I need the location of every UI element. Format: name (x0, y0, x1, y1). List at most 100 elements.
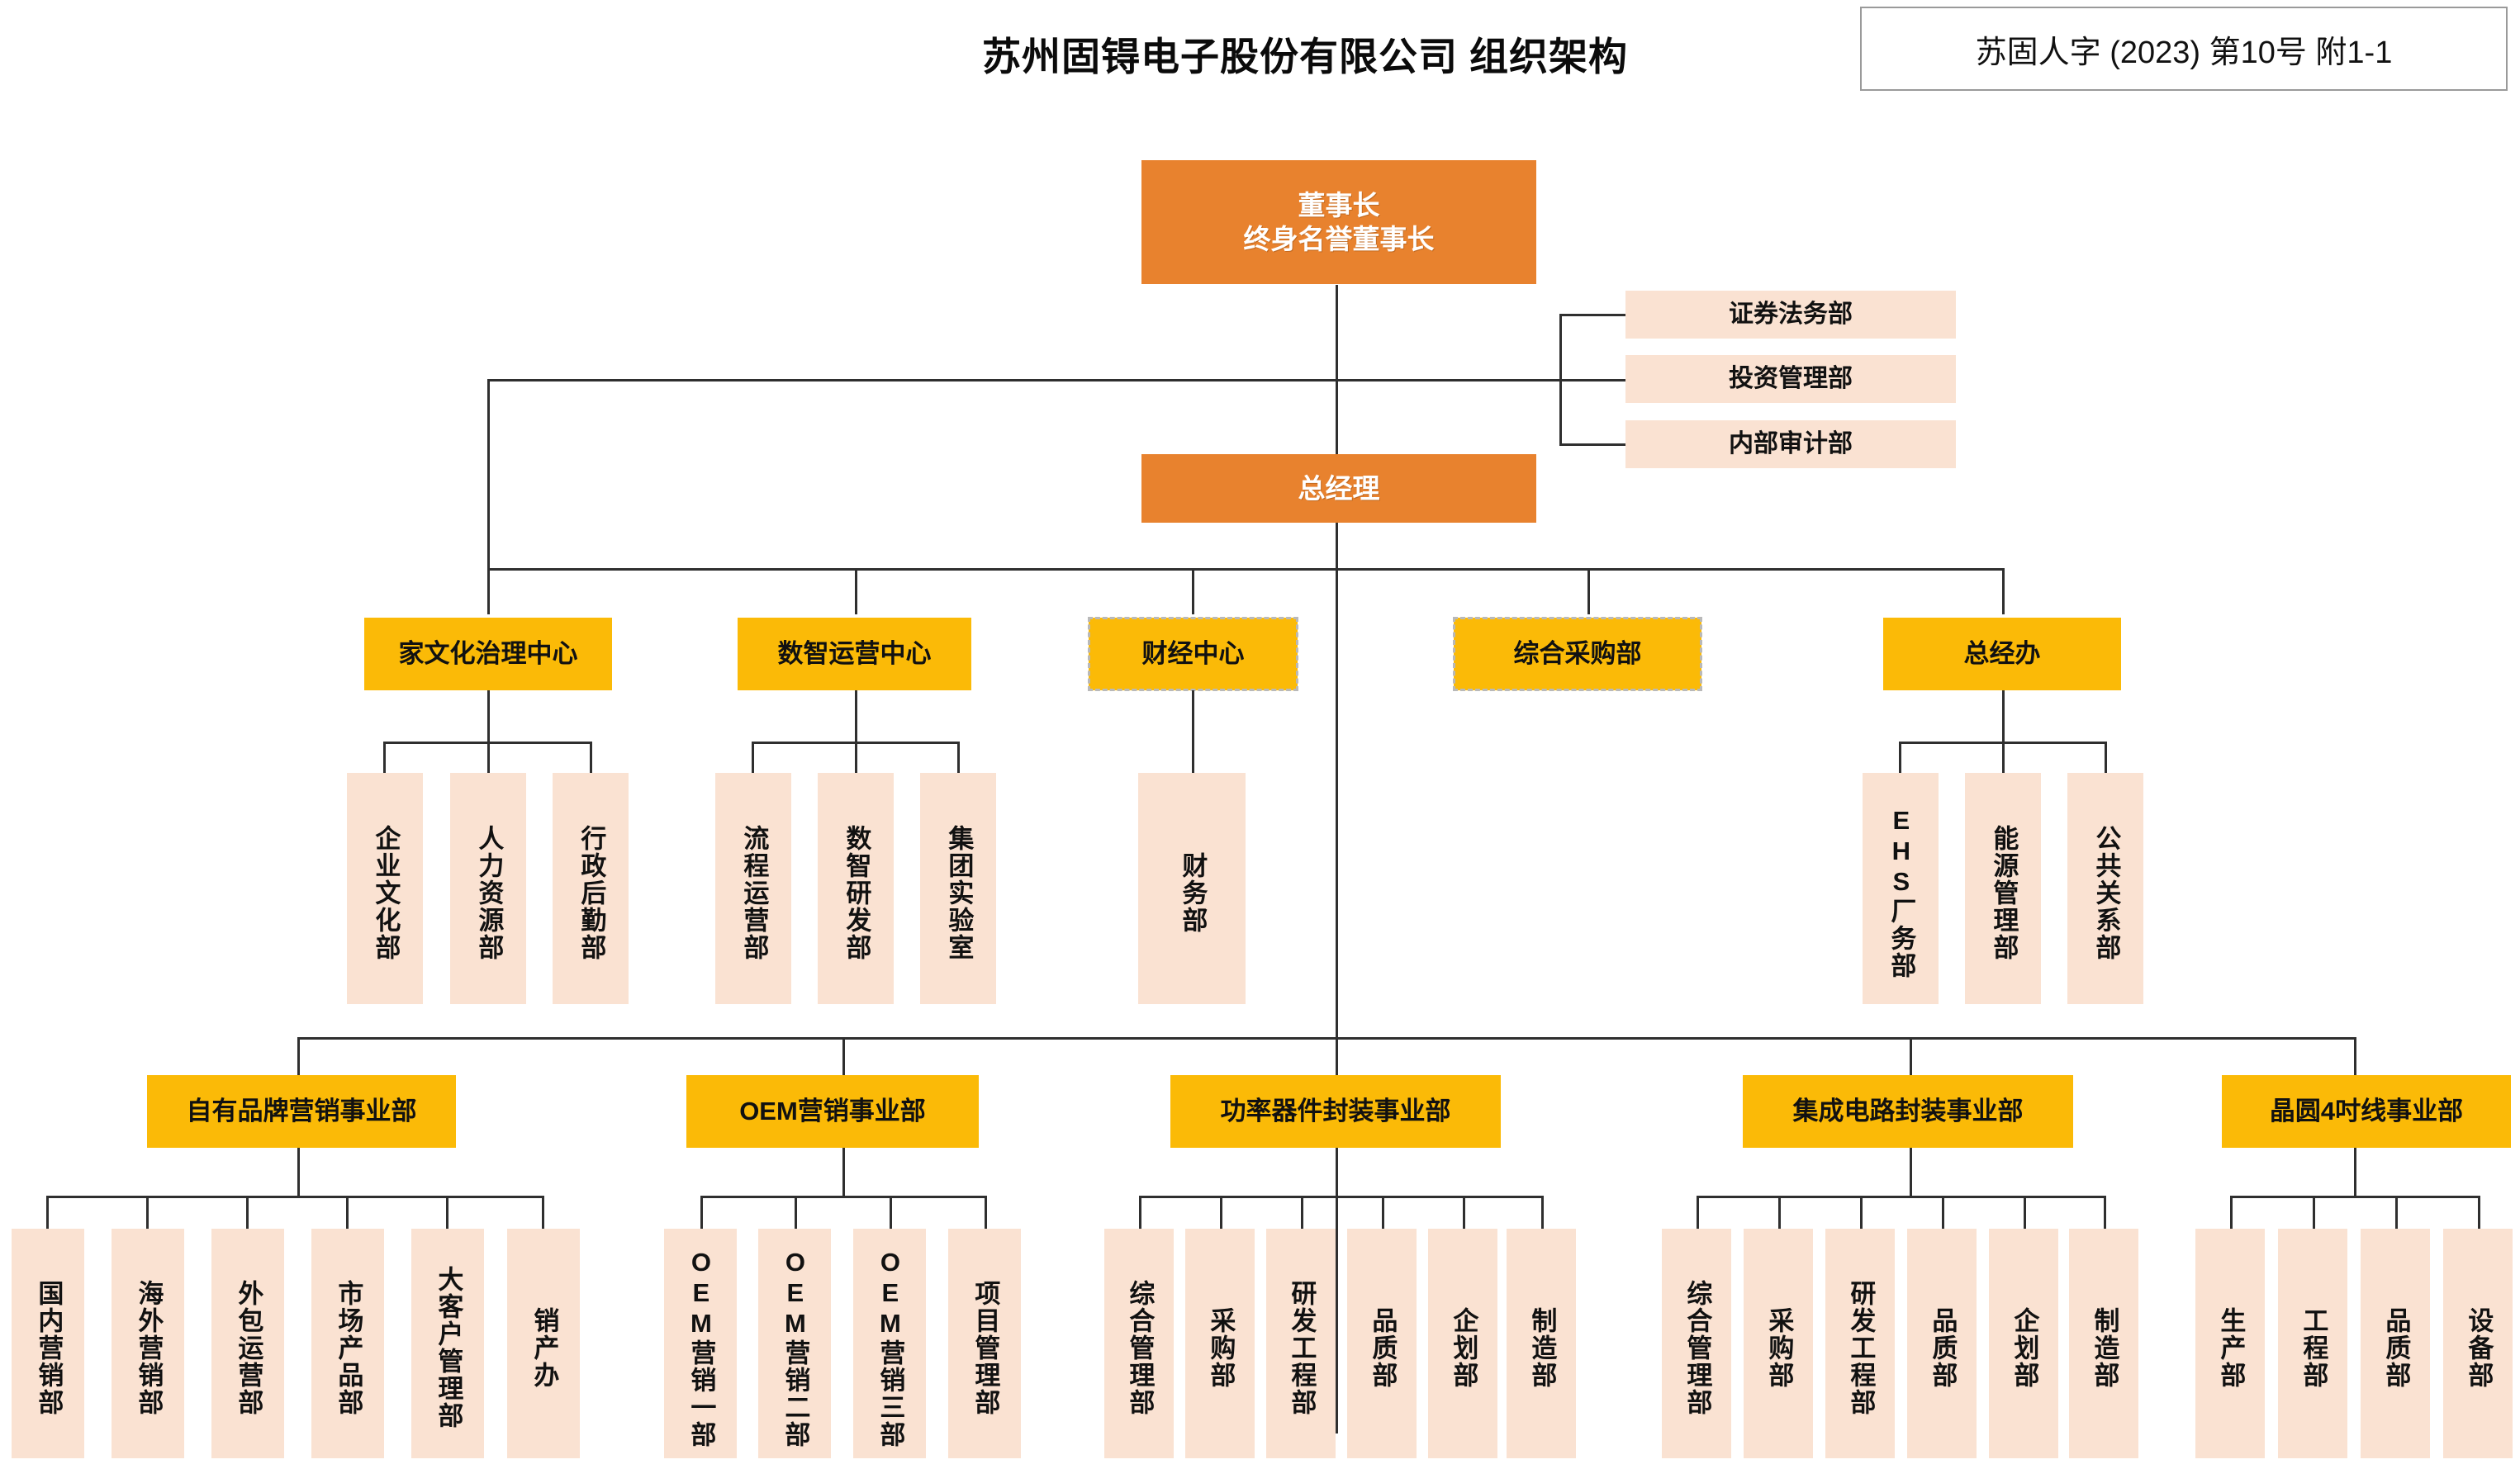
node-dept-group-lab[interactable]: 集团实验室 (920, 773, 996, 1004)
market-product-label: 市场产品部 (334, 1279, 363, 1416)
node-dept-human-resources[interactable]: 人力资源部 (450, 773, 526, 1004)
node-dept-power-general-management[interactable]: 综合管理部 (1104, 1229, 1174, 1458)
center-finance-label: 财经中心 (1141, 638, 1245, 668)
node-dept-process-operations[interactable]: 流程运营部 (715, 773, 791, 1004)
oem-marketing-3-label: OEM营销三部 (876, 1247, 905, 1448)
node-dept-ic-procurement[interactable]: 采购部 (1744, 1229, 1813, 1458)
connector-bu5-d1 (2230, 1196, 2233, 1229)
connector-bu5-d2 (2313, 1196, 2315, 1229)
connector-c1-stem (487, 690, 490, 743)
node-dept-domestic-marketing[interactable]: 国内营销部 (12, 1229, 84, 1458)
node-dept-energy-management[interactable]: 能源管理部 (1965, 773, 2041, 1004)
node-dept-ehs-plant-affairs[interactable]: EHS厂务部 (1863, 773, 1939, 1004)
node-dept-project-management[interactable]: 项目管理部 (948, 1229, 1021, 1458)
node-dept-outsourcing-operations[interactable]: 外包运营部 (211, 1229, 284, 1458)
connector-centers-bus (487, 568, 2002, 571)
node-dept-finance[interactable]: 财务部 (1138, 773, 1246, 1004)
connector-bu1-d3 (246, 1196, 249, 1229)
power-planning-label: 企划部 (1449, 1306, 1478, 1389)
chairman-line1: 董事长 (1298, 189, 1380, 220)
node-dept-oem-marketing-2[interactable]: OEM营销二部 (758, 1229, 831, 1458)
connector-bu3-d5 (1463, 1196, 1465, 1229)
bu-ic-packaging-label: 集成电路封装事业部 (1792, 1096, 2024, 1125)
center-family-culture-label: 家文化治理中心 (398, 638, 578, 668)
connector-board-staff-1 (1559, 314, 1625, 316)
connector-c1-drop-3 (590, 742, 592, 773)
node-dept-ic-rd-engineering[interactable]: 研发工程部 (1825, 1229, 1895, 1458)
connector-bu4-stem (1910, 1148, 1912, 1197)
connector-bu-drop-5 (2354, 1037, 2356, 1075)
node-bu-oem-marketing[interactable]: OEM营销事业部 (686, 1075, 979, 1148)
node-bu-ic-packaging[interactable]: 集成电路封装事业部 (1743, 1075, 2073, 1148)
node-dept-corporate-culture[interactable]: 企业文化部 (347, 773, 423, 1004)
general-procurement-label: 综合采购部 (1513, 638, 1642, 668)
connector-bu-bus (297, 1037, 2354, 1040)
oem-marketing-2-label: OEM营销二部 (781, 1247, 810, 1448)
connector-bu2-d3 (890, 1196, 892, 1229)
node-bu-power-device-packaging[interactable]: 功率器件封装事业部 (1170, 1075, 1501, 1148)
node-dept-power-procurement[interactable]: 采购部 (1185, 1229, 1255, 1458)
node-dept-general-procurement[interactable]: 综合采购部 (1453, 617, 1702, 691)
connector-bu1-d6 (542, 1196, 544, 1229)
node-dept-wafer-production[interactable]: 生产部 (2195, 1229, 2265, 1458)
node-dept-digital-rd[interactable]: 数智研发部 (818, 773, 894, 1004)
connector-bu3-d2 (1220, 1196, 1222, 1229)
connector-center-drop-4 (1587, 568, 1590, 614)
node-dept-admin-logistics[interactable]: 行政后勤部 (553, 773, 629, 1004)
node-internal-audit-dept[interactable]: 内部审计部 (1625, 420, 1956, 468)
node-general-manager[interactable]: 总经理 (1141, 454, 1536, 523)
connector-bu4-bus (1697, 1196, 2105, 1198)
connector-c2-stem (855, 690, 857, 743)
node-dept-key-account-management[interactable]: 大客户管理部 (411, 1229, 484, 1458)
node-center-family-culture[interactable]: 家文化治理中心 (364, 618, 612, 690)
connector-chairman-stub (1336, 285, 1338, 454)
ehs-plant-affairs-label: EHS厂务部 (1886, 806, 1916, 979)
center-gm-office-label: 总经办 (1963, 638, 2041, 668)
node-bu-wafer-4inch-line[interactable]: 晶圆4吋线事业部 (2222, 1075, 2511, 1148)
connector-c2-drop-1 (752, 742, 754, 773)
node-dept-oem-marketing-3[interactable]: OEM营销三部 (853, 1229, 926, 1458)
node-dept-market-product[interactable]: 市场产品部 (311, 1229, 384, 1458)
node-investment-management-dept[interactable]: 投资管理部 (1625, 355, 1956, 403)
node-dept-ic-quality[interactable]: 品质部 (1907, 1229, 1977, 1458)
wafer-engineering-label: 工程部 (2299, 1306, 2328, 1389)
connector-bu1-d4 (346, 1196, 349, 1229)
page-title: 苏州固锝电子股份有限公司 组织架构 (981, 35, 1629, 78)
connector-bu-drop-2 (842, 1037, 845, 1075)
connector-center-drop-1 (487, 568, 490, 614)
node-dept-power-planning[interactable]: 企划部 (1428, 1229, 1497, 1458)
node-dept-ic-planning[interactable]: 企划部 (1989, 1229, 2058, 1458)
internal-audit-dept-label: 内部审计部 (1729, 430, 1853, 458)
connector-bu1-bus (46, 1196, 542, 1198)
node-dept-public-relations[interactable]: 公共关系部 (2067, 773, 2143, 1004)
connector-bu3-d3 (1301, 1196, 1303, 1229)
human-resources-label: 人力资源部 (474, 824, 504, 961)
node-dept-overseas-marketing[interactable]: 海外营销部 (112, 1229, 184, 1458)
node-center-digital-operations[interactable]: 数智运营中心 (738, 618, 971, 690)
ic-rd-engineering-label: 研发工程部 (1846, 1279, 1876, 1416)
node-dept-ic-general-management[interactable]: 综合管理部 (1662, 1229, 1731, 1458)
node-dept-wafer-engineering[interactable]: 工程部 (2278, 1229, 2347, 1458)
node-bu-own-brand-marketing[interactable]: 自有品牌营销事业部 (147, 1075, 456, 1148)
node-center-finance[interactable]: 财经中心 (1088, 617, 1298, 691)
node-securities-legal-dept[interactable]: 证券法务部 (1625, 291, 1956, 339)
node-dept-power-quality[interactable]: 品质部 (1347, 1229, 1417, 1458)
ic-quality-label: 品质部 (1928, 1306, 1958, 1389)
node-chairman[interactable]: 董事长 终身名誉董事长 (1141, 160, 1536, 284)
node-dept-sales-production-office[interactable]: 销产办 (507, 1229, 580, 1458)
connector-c5-drop-3 (2105, 742, 2107, 773)
connector-c2-drop-2 (855, 742, 857, 773)
node-dept-wafer-quality[interactable]: 品质部 (2361, 1229, 2430, 1458)
ic-procurement-label: 采购部 (1764, 1306, 1794, 1389)
node-dept-ic-manufacturing[interactable]: 制造部 (2069, 1229, 2138, 1458)
node-dept-oem-marketing-1[interactable]: OEM营销一部 (664, 1229, 737, 1458)
node-center-gm-office[interactable]: 总经办 (1883, 618, 2121, 690)
node-dept-power-rd-engineering[interactable]: 研发工程部 (1266, 1229, 1336, 1458)
connector-c3-stem (1192, 690, 1194, 773)
power-quality-label: 品质部 (1368, 1306, 1398, 1389)
connector-chairman-to-staff (1336, 379, 1562, 381)
connector-bu-drop-4 (1910, 1037, 1912, 1075)
node-dept-power-manufacturing[interactable]: 制造部 (1507, 1229, 1576, 1458)
node-dept-wafer-equipment[interactable]: 设备部 (2443, 1229, 2513, 1458)
